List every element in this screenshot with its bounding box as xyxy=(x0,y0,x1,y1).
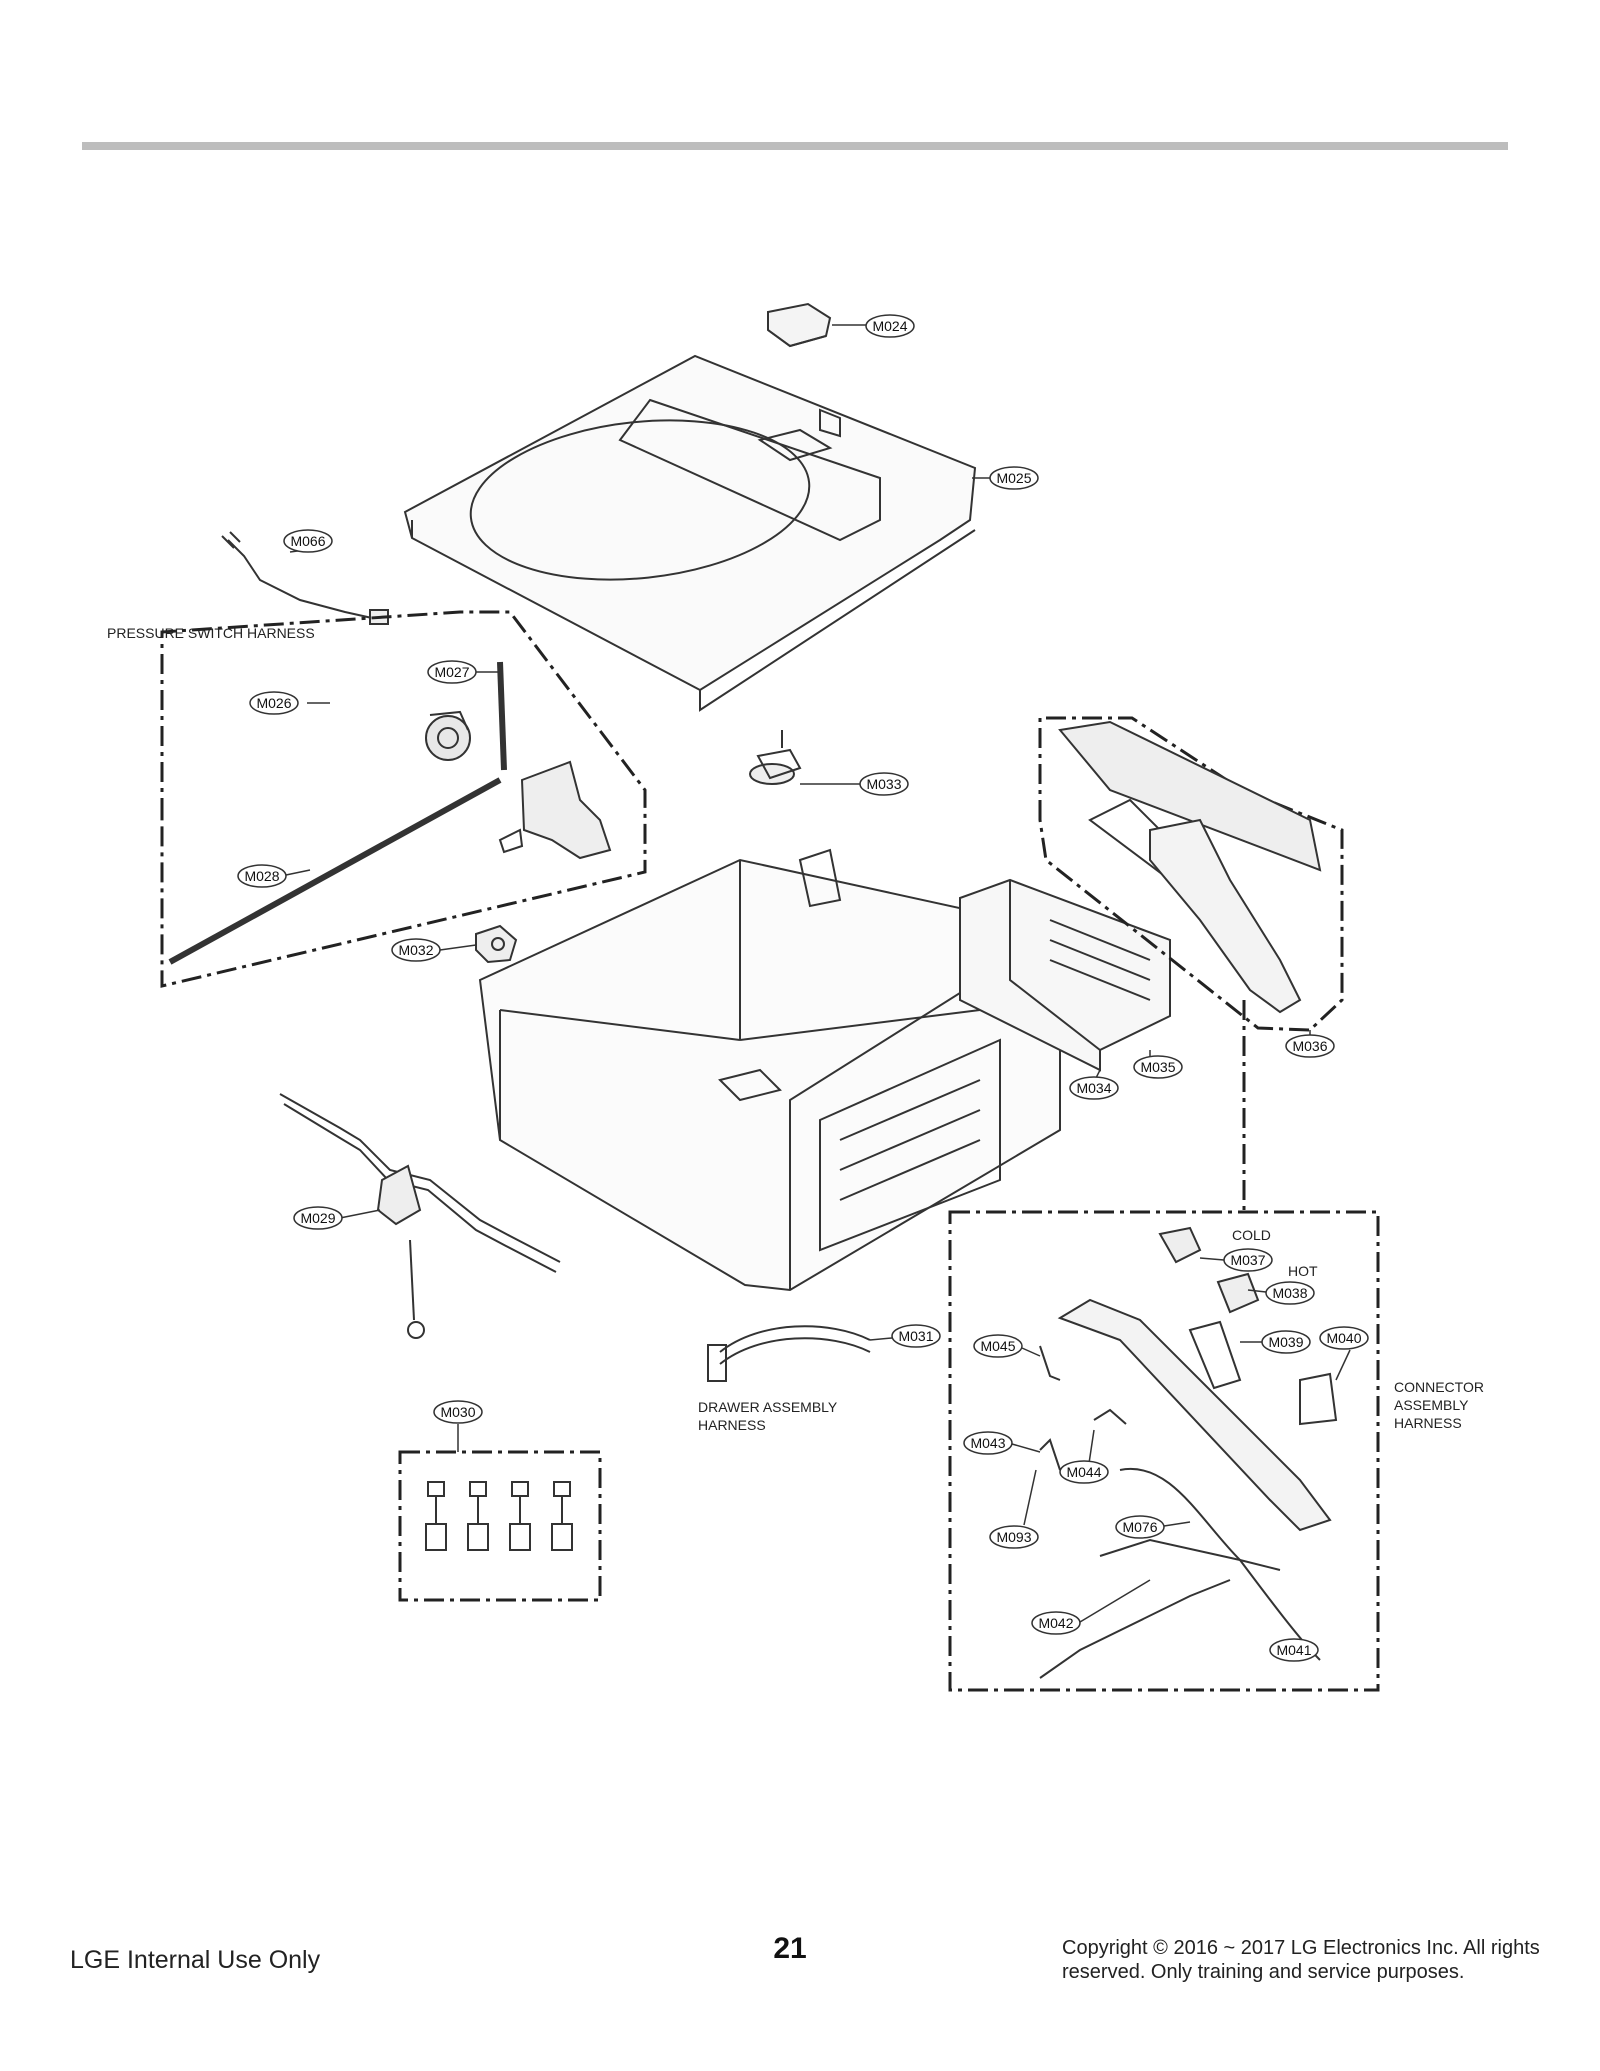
callout-m030: M030 xyxy=(433,1400,483,1424)
callout-m041: M041 xyxy=(1269,1638,1319,1662)
part-m028-tube xyxy=(168,777,502,965)
callout-m093: M093 xyxy=(989,1525,1039,1549)
callout-m045: M045 xyxy=(973,1334,1023,1358)
svg-text:M033: M033 xyxy=(866,776,901,792)
svg-text:M076: M076 xyxy=(1122,1519,1157,1535)
svg-text:M041: M041 xyxy=(1276,1642,1311,1658)
callout-m027: M027 xyxy=(427,660,477,684)
caption-hot: HOT xyxy=(1288,1263,1318,1279)
group-m026-pressure-switch-box xyxy=(160,610,647,988)
callout-m033: M033 xyxy=(859,772,909,796)
callout-m025: M025 xyxy=(989,466,1039,490)
group-m036-dispenser-box xyxy=(1038,716,1344,1032)
svg-text:M030: M030 xyxy=(440,1404,475,1420)
callout-m031: M031 xyxy=(891,1324,941,1348)
part-m033-damper-mount xyxy=(749,730,802,785)
part-m034-m035-panel xyxy=(959,878,1171,1072)
svg-text:M031: M031 xyxy=(898,1328,933,1344)
part-m029-level-sensor-bracket xyxy=(279,1093,561,1339)
caption-drawer-line1: DRAWER ASSEMBLY xyxy=(698,1399,838,1415)
group-m030-damper-box xyxy=(398,1450,602,1602)
part-cabinet-base xyxy=(478,848,1061,1292)
svg-text:M029: M029 xyxy=(300,1210,335,1226)
copyright-line-1: Copyright © 2016 ~ 2017 LG Electronics I… xyxy=(1062,1937,1540,1959)
part-m036-dispenser xyxy=(1058,720,1322,1014)
svg-text:M034: M034 xyxy=(1076,1080,1111,1096)
footer-internal-use: LGE Internal Use Only xyxy=(70,1946,321,1974)
svg-text:M035: M035 xyxy=(1140,1059,1175,1075)
part-m027-tube xyxy=(497,661,507,771)
svg-text:M039: M039 xyxy=(1268,1334,1303,1350)
page-number: 21 xyxy=(773,1932,807,1965)
svg-text:M040: M040 xyxy=(1326,1330,1361,1346)
caption-cold: COLD xyxy=(1232,1227,1271,1243)
callout-m036: M036 xyxy=(1285,1034,1335,1058)
captions: PRESSURE SWITCH HARNESS DRAWER ASSEMBLY … xyxy=(107,625,1484,1433)
header-rule xyxy=(82,142,1508,150)
callout-m042: M042 xyxy=(1031,1611,1081,1635)
svg-text:M066: M066 xyxy=(290,533,325,549)
copyright-line-2: reserved. Only training and service purp… xyxy=(1062,1961,1465,1983)
svg-text:M038: M038 xyxy=(1272,1285,1307,1301)
part-m032-bracket xyxy=(475,924,518,964)
svg-text:M032: M032 xyxy=(398,942,433,958)
svg-text:M044: M044 xyxy=(1066,1464,1101,1480)
svg-text:M024: M024 xyxy=(872,318,907,334)
callout-m034: M034 xyxy=(1069,1076,1119,1100)
group-water-valve-box xyxy=(948,1210,1380,1692)
caption-connector-line1: CONNECTOR xyxy=(1394,1379,1484,1395)
callout-m044: M044 xyxy=(1059,1460,1109,1484)
callout-m037: M037 xyxy=(1223,1248,1273,1272)
caption-connector-line2: ASSEMBLY xyxy=(1394,1397,1469,1413)
part-m025-top-cover xyxy=(403,354,977,712)
svg-text:M042: M042 xyxy=(1038,1615,1073,1631)
caption-drawer-line2: HARNESS xyxy=(698,1417,766,1433)
svg-text:M028: M028 xyxy=(244,868,279,884)
callout-m024: M024 xyxy=(865,314,915,338)
svg-text:M036: M036 xyxy=(1292,1038,1327,1054)
caption-pressure-switch-harness: PRESSURE SWITCH HARNESS xyxy=(107,625,315,641)
svg-text:M037: M037 xyxy=(1230,1252,1265,1268)
callout-m029: M029 xyxy=(293,1206,343,1230)
part-callouts: M024 M025 M066 M027 M026 M033 M028 M032 … xyxy=(237,314,1369,1662)
callout-m076: M076 xyxy=(1115,1515,1165,1539)
svg-text:M026: M026 xyxy=(256,695,291,711)
caption-connector-line3: HARNESS xyxy=(1394,1415,1462,1431)
callout-m039: M039 xyxy=(1261,1330,1311,1354)
leader-lines xyxy=(285,324,1351,1649)
callout-m028: M028 xyxy=(237,864,287,888)
part-air-chamber xyxy=(498,760,612,860)
callout-m043: M043 xyxy=(963,1431,1013,1455)
callout-m066: M066 xyxy=(283,529,333,553)
part-pressure-switch xyxy=(425,710,471,761)
footer-copyright: Copyright © 2016 ~ 2017 LG Electronics I… xyxy=(1062,1936,1582,1984)
part-m030-dampers xyxy=(425,1481,573,1551)
callout-m032: M032 xyxy=(391,938,441,962)
callout-m038: M038 xyxy=(1265,1281,1315,1305)
svg-text:M045: M045 xyxy=(980,1338,1015,1354)
svg-text:M043: M043 xyxy=(970,1435,1005,1451)
svg-text:M025: M025 xyxy=(996,470,1031,486)
part-m031-drawer-harness xyxy=(707,1325,871,1382)
callout-m026: M026 xyxy=(249,691,299,715)
callout-m040: M040 xyxy=(1319,1326,1369,1350)
svg-text:M027: M027 xyxy=(434,664,469,680)
svg-text:M093: M093 xyxy=(996,1529,1031,1545)
part-m024-cap xyxy=(767,302,832,348)
callout-m035: M035 xyxy=(1133,1055,1183,1079)
part-valves-and-hoses xyxy=(1039,1226,1338,1679)
